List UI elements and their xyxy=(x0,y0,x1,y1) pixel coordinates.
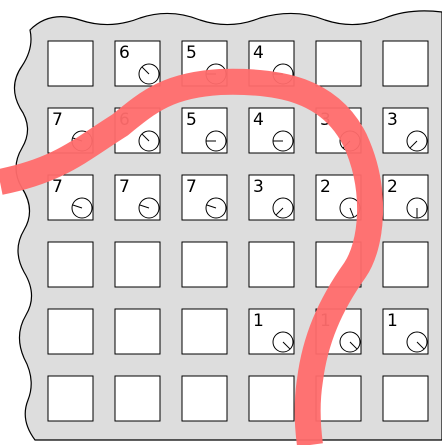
cell-square[interactable] xyxy=(182,309,227,354)
cell-square[interactable] xyxy=(115,309,160,354)
board-cell-r1-c2[interactable]: 6 xyxy=(115,41,160,86)
board-cell-r4-c2[interactable] xyxy=(115,242,160,287)
board-cell-r2-c3[interactable]: 5 xyxy=(182,108,227,153)
cell-square[interactable] xyxy=(48,242,93,287)
cell-square[interactable] xyxy=(48,41,93,86)
board-cell-r4-c3[interactable] xyxy=(182,242,227,287)
cell-square[interactable] xyxy=(249,376,294,421)
cell-square[interactable] xyxy=(383,242,428,287)
cell-square[interactable] xyxy=(182,376,227,421)
cell-number: 6 xyxy=(119,43,130,63)
board-cell-r5-c4[interactable]: 1 xyxy=(249,309,294,354)
cell-number: 4 xyxy=(253,110,264,130)
board-cell-r1-c6[interactable] xyxy=(383,41,428,86)
board-cell-r3-c6[interactable]: 2 xyxy=(383,175,428,220)
board-cell-r5-c2[interactable] xyxy=(115,309,160,354)
board-cell-r3-c4[interactable]: 3 xyxy=(249,175,294,220)
cell-number: 1 xyxy=(253,311,264,331)
cell-square[interactable] xyxy=(115,376,160,421)
cell-number: 3 xyxy=(253,177,264,197)
cell-square[interactable] xyxy=(249,242,294,287)
cell-number: 3 xyxy=(387,110,398,130)
cell-number: 5 xyxy=(186,110,197,130)
board-cell-r6-c3[interactable] xyxy=(182,376,227,421)
cell-square[interactable] xyxy=(316,41,361,86)
board-cell-r6-c2[interactable] xyxy=(115,376,160,421)
cell-square[interactable] xyxy=(182,242,227,287)
board-cell-r4-c4[interactable] xyxy=(249,242,294,287)
cell-number: 7 xyxy=(186,177,197,197)
board-cell-r1-c5[interactable] xyxy=(316,41,361,86)
board-cell-r3-c1[interactable]: 7 xyxy=(48,175,93,220)
board-cell-r5-c1[interactable] xyxy=(48,309,93,354)
cell-square[interactable] xyxy=(316,376,361,421)
board-cell-r2-c4[interactable]: 4 xyxy=(249,108,294,153)
cell-square[interactable] xyxy=(383,376,428,421)
cell-number: 5 xyxy=(186,43,197,63)
board-cell-r5-c3[interactable] xyxy=(182,309,227,354)
board-cell-r4-c6[interactable] xyxy=(383,242,428,287)
board-cell-r6-c4[interactable] xyxy=(249,376,294,421)
board-cell-r4-c1[interactable] xyxy=(48,242,93,287)
board-cell-r6-c1[interactable] xyxy=(48,376,93,421)
cell-square[interactable] xyxy=(48,309,93,354)
cell-number: 7 xyxy=(52,110,63,130)
cell-square[interactable] xyxy=(48,376,93,421)
cell-number: 2 xyxy=(320,177,331,197)
board-cell-r1-c1[interactable] xyxy=(48,41,93,86)
cell-square[interactable] xyxy=(383,41,428,86)
cell-square[interactable] xyxy=(115,242,160,287)
board-cell-r3-c2[interactable]: 7 xyxy=(115,175,160,220)
cell-number: 4 xyxy=(253,43,264,63)
board-cell-r6-c6[interactable] xyxy=(383,376,428,421)
board-cell-r3-c5[interactable]: 2 xyxy=(316,175,361,220)
cell-number: 2 xyxy=(387,177,398,197)
board-cell-r5-c6[interactable]: 1 xyxy=(383,309,428,354)
cell-number: 1 xyxy=(387,311,398,331)
board-cell-r2-c6[interactable]: 3 xyxy=(383,108,428,153)
board-cell-r6-c5[interactable] xyxy=(316,376,361,421)
cell-number: 7 xyxy=(52,177,63,197)
cell-number: 7 xyxy=(119,177,130,197)
board-cell-r3-c3[interactable]: 7 xyxy=(182,175,227,220)
